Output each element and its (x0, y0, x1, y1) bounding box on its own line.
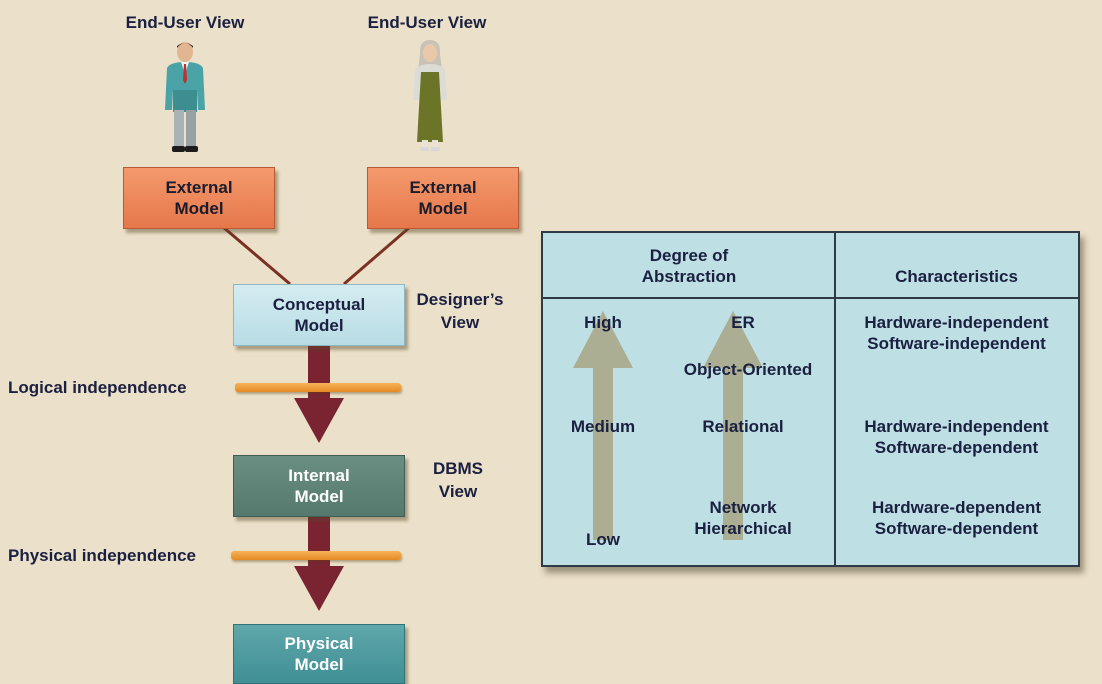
header-characteristics: Characteristics (895, 267, 1018, 286)
table-grid (543, 233, 1078, 565)
external-model-box-2: External Model (367, 167, 519, 229)
degree-high: High (584, 313, 622, 332)
external-2-connector (343, 225, 411, 286)
down-arrow-1 (294, 345, 344, 443)
degree-medium: Medium (570, 417, 636, 436)
characteristics-low: Hardware-dependent Software-dependent (871, 498, 1042, 538)
model-network-hierarchical: Network Hierarchical (694, 498, 792, 538)
down-arrow-2 (294, 517, 344, 611)
characteristics-medium: Hardware-independent Software-dependent (864, 417, 1049, 457)
abstraction-arrow-2 (703, 311, 763, 540)
woman-user-icon (413, 40, 447, 151)
characteristics-high: Hardware-independent Software-independen… (864, 313, 1049, 353)
model-relational: Relational (702, 417, 784, 436)
external-model-label-2: External Model (409, 178, 477, 218)
designer-view-label: Designer’s View (416, 290, 504, 332)
external-1-connector (222, 225, 291, 286)
conceptual-model-label: Conceptual Model (272, 295, 366, 335)
external-model-label-1: External Model (165, 178, 233, 218)
logical-independence-label: Logical independence (8, 378, 187, 397)
model-er: ER (731, 313, 755, 332)
conceptual-model-box: Conceptual Model (233, 284, 405, 346)
header-abstraction: Degree of Abstraction (641, 246, 737, 286)
logical-independence-bar (235, 383, 401, 392)
internal-model-box: Internal Model (233, 455, 405, 517)
internal-model-label: Internal Model (288, 466, 350, 506)
man-user-icon (165, 42, 205, 152)
model-object-oriented: Object-Oriented (683, 360, 813, 379)
end-user-view-label-1: End-User View (125, 13, 245, 32)
end-user-view-label-2: End-User View (367, 13, 487, 32)
physical-independence-label: Physical independence (8, 546, 197, 565)
physical-model-label: Physical Model (284, 634, 354, 674)
abstraction-arrow-1 (573, 311, 633, 540)
degree-low: Low (586, 530, 620, 549)
dbms-view-label: DBMS View (432, 459, 484, 501)
physical-model-box: Physical Model (233, 624, 405, 684)
physical-independence-bar (231, 551, 401, 560)
external-model-box-1: External Model (123, 167, 275, 229)
abstraction-table: Degree of Abstraction Characteristics Hi… (541, 231, 1080, 567)
